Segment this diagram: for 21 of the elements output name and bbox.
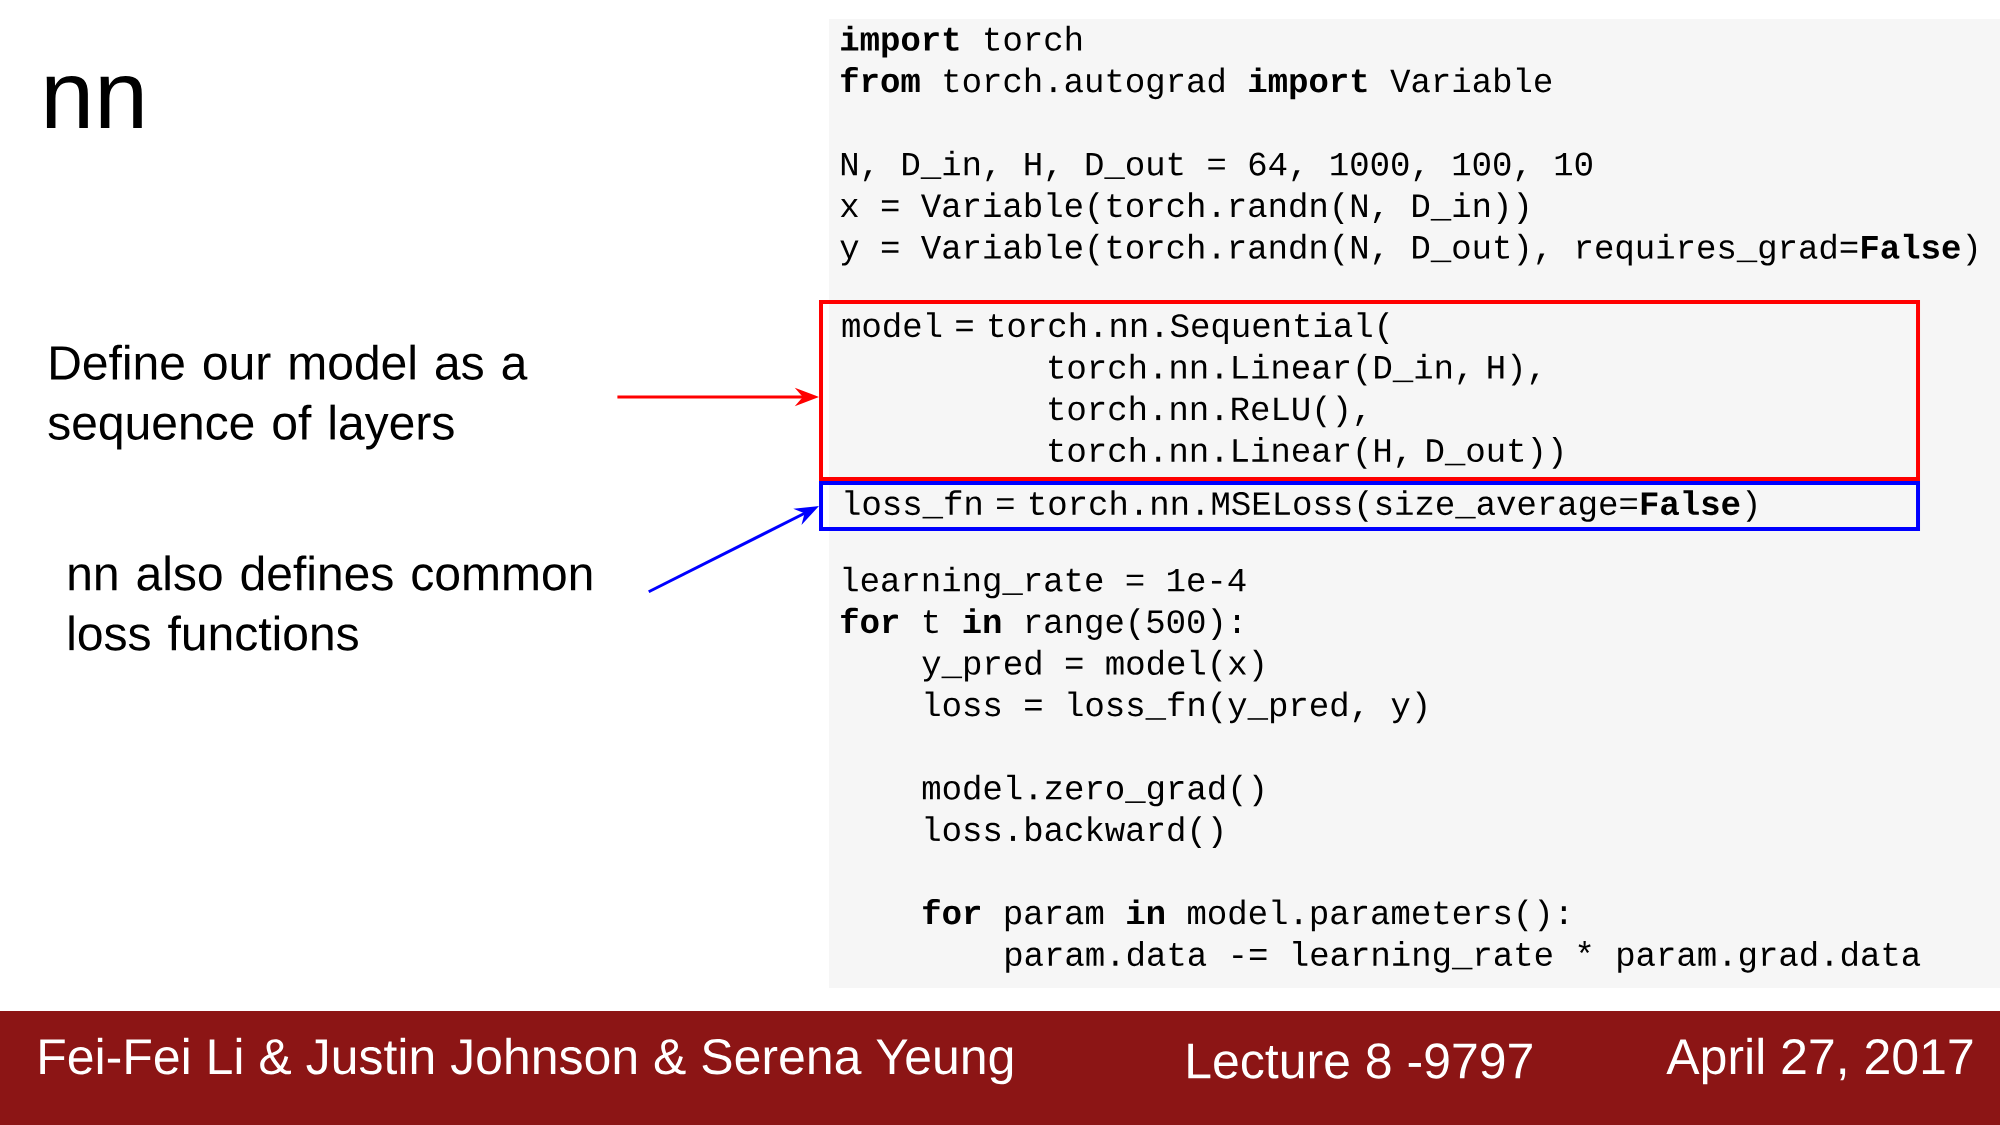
- code-line: learning_rate = 1e-4: [843, 566, 1246, 599]
- code-line: loss.backward(): [925, 816, 1222, 848]
- slide-title: nn: [46, 75, 142, 129]
- footer-text: Fei-Fei Li & Justin Johnson & Serena Yeung: [40, 1037, 1013, 1085]
- code-line: for t in range(500):: [841, 607, 1239, 640]
- code-line: import torch: [841, 25, 1082, 58]
- code-line: N, D_in, H, D_out = 64, 1000, 100, 10: [841, 150, 1592, 182]
- annotation-text: nn also defines common loss functions: [69, 555, 592, 651]
- code-line: y = Variable(torch.randn(N, D_out), requires_grad=False): [840, 233, 1977, 266]
- code-line: model.zero_grad(): [922, 774, 1263, 807]
- highlight-box: model = torch.nn.Sequential( torch.nn.Linear(D_in, H), torch.nn.ReLU(), torch.nn.Linear(H, D_out)): [819, 300, 1920, 481]
- code-line: for param in model.parameters():: [923, 898, 1566, 932]
- footer-text: April 27, 2017: [1666, 1037, 1973, 1085]
- highlight-box: loss_fn = torch.nn.MSELoss(size_average=False): [819, 481, 1920, 531]
- code-line: x = Variable(torch.randn(N, D_in)): [840, 192, 1528, 224]
- code-line: y_pred = model(x): [922, 649, 1263, 682]
- code-line: param.data -= learning_rate * param.grad.data: [1006, 941, 1921, 973]
- code-line: loss = loss_fn(y_pred, y): [925, 691, 1426, 724]
- footer-text: Lecture 8 -9797: [1188, 1043, 1532, 1079]
- annotation-text: Define our model as a sequence of layers: [48, 344, 528, 450]
- code-line: from torch.autograd import Variable: [841, 66, 1552, 100]
